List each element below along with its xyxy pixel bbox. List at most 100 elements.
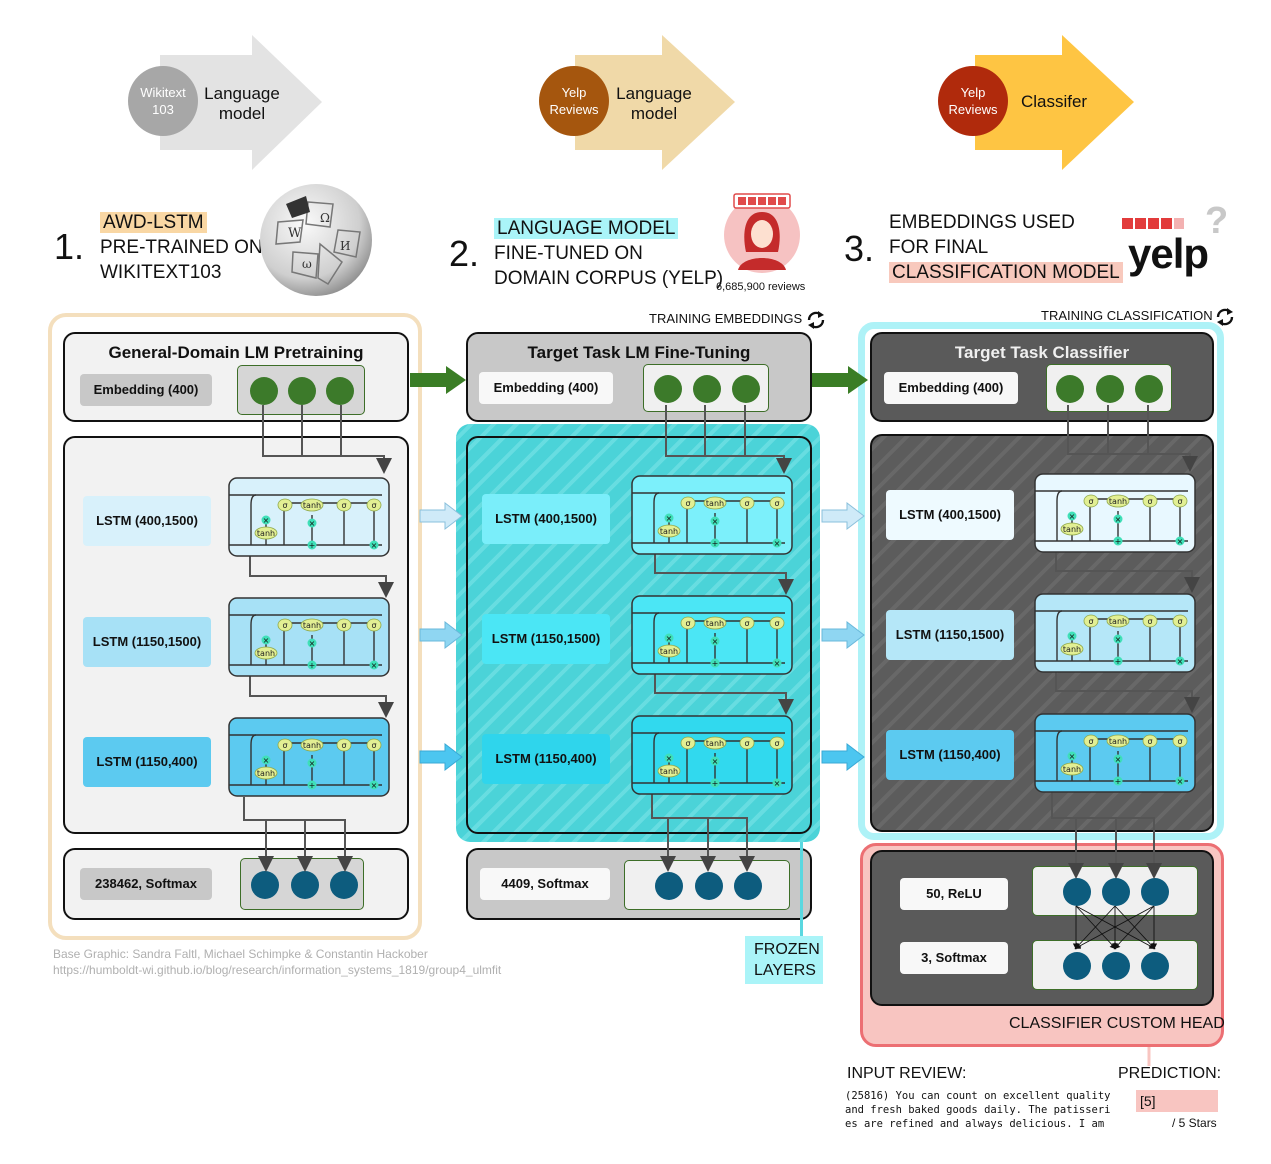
lstm-cell: σ tanh σ σ tanh × × + ×	[228, 597, 390, 677]
svg-text:σ: σ	[1147, 617, 1152, 626]
svg-text:tanh: tanh	[1109, 497, 1127, 506]
pointwise-op: +	[307, 540, 317, 550]
reviews-count: 6,685,900 reviews	[716, 281, 806, 293]
pointwise-op: ×	[664, 633, 674, 643]
svg-text:σ: σ	[744, 739, 749, 748]
panel-3-embedding-label: Embedding (400)	[884, 372, 1018, 404]
credit-line-2: https://humboldt-wi.github.io/blog/resea…	[53, 963, 502, 977]
svg-text:×: ×	[309, 759, 316, 768]
lstm-cell: σ tanh σ σ tanh × × + ×	[631, 715, 793, 795]
svg-text:×: ×	[712, 517, 719, 526]
svg-text:×: ×	[774, 659, 781, 668]
svg-text:×: ×	[774, 779, 781, 788]
prediction-value: [5]	[1136, 1090, 1218, 1112]
sigma-gate: σ	[769, 736, 785, 750]
tanh-gate: tanh	[703, 616, 727, 630]
sigma-gate: σ	[1172, 734, 1188, 748]
output-node	[251, 871, 279, 899]
tanh-gate: tanh	[657, 644, 681, 658]
step-1-text: AWD-LSTM PRE-TRAINED ON WIKITEXT103	[100, 210, 263, 285]
sigma-gate: σ	[1083, 734, 1099, 748]
svg-text:σ: σ	[341, 501, 346, 510]
svg-text:tanh: tanh	[257, 649, 275, 658]
svg-text:tanh: tanh	[303, 501, 321, 510]
training-classification-label: TRAINING CLASSIFICATION	[1041, 308, 1213, 323]
tanh-gate: tanh	[1060, 762, 1084, 776]
sigma-gate: σ	[769, 496, 785, 510]
lstm-cell: σ tanh σ σ tanh × × + ×	[1034, 593, 1196, 673]
output-node	[291, 871, 319, 899]
tanh-gate: tanh	[1060, 522, 1084, 536]
panel-1-output-label: 238462, Softmax	[80, 868, 212, 900]
svg-text:σ: σ	[685, 499, 690, 508]
svg-text:σ: σ	[282, 501, 287, 510]
svg-text:σ: σ	[744, 499, 749, 508]
pointwise-op: ×	[261, 515, 271, 525]
pointwise-op: +	[710, 658, 720, 668]
pointwise-op: ×	[1175, 536, 1185, 546]
lstm-cell: σ tanh σ σ tanh × × + ×	[631, 595, 793, 675]
pointwise-op: +	[307, 660, 317, 670]
svg-text:σ: σ	[371, 741, 376, 750]
refresh-icon	[807, 311, 825, 329]
panel-2-output-nodes	[624, 860, 790, 910]
step-3-text: EMBEDDINGS USED FOR FINAL CLASSIFICATION…	[889, 210, 1123, 285]
embedding-node	[288, 377, 316, 405]
chevron-label-1: Language model	[204, 84, 280, 123]
pointwise-op: ×	[261, 635, 271, 645]
pointwise-op: ×	[307, 518, 317, 528]
chevron-label-2: Language model	[616, 84, 692, 123]
tanh-gate: tanh	[300, 618, 324, 632]
lstm-cell: σ tanh σ σ tanh × × + ×	[1034, 713, 1196, 793]
svg-text:σ: σ	[282, 621, 287, 630]
output-node	[655, 872, 683, 900]
svg-text:tanh: tanh	[1063, 645, 1081, 654]
tanh-gate: tanh	[657, 524, 681, 538]
sigma-gate: σ	[366, 738, 382, 752]
svg-text:×: ×	[1177, 537, 1184, 546]
panel-3-embedding-nodes	[1046, 364, 1172, 412]
pointwise-op: ×	[710, 636, 720, 646]
step-3-highlight: CLASSIFICATION MODEL	[889, 262, 1123, 283]
pointwise-op: ×	[1175, 776, 1185, 786]
embedding-node	[1135, 375, 1163, 403]
panel-2-lstm-3: LSTM (1150,400)	[482, 734, 610, 784]
svg-text:W: W	[288, 226, 302, 241]
wikipedia-globe-icon: W Ω И ω	[260, 184, 372, 296]
chevron-label-3: Classifer	[1020, 92, 1088, 111]
svg-text:×: ×	[263, 516, 270, 525]
lstm-cell: σ tanh σ σ tanh × × + ×	[228, 717, 390, 797]
svg-text:×: ×	[1115, 635, 1122, 644]
panel-1-output-nodes	[240, 858, 364, 910]
pointwise-op: +	[1113, 656, 1123, 666]
step-2-line3: DOMAIN CORPUS (YELP)	[494, 268, 724, 289]
pointwise-op: +	[710, 538, 720, 548]
svg-text:×: ×	[371, 781, 378, 790]
svg-text:tanh: tanh	[660, 527, 678, 536]
pointwise-op: ×	[1113, 634, 1123, 644]
relu-node	[1063, 878, 1091, 906]
embedding-node	[250, 377, 278, 405]
svg-text:σ: σ	[744, 619, 749, 628]
tanh-gate: tanh	[1106, 614, 1130, 628]
pointwise-op: ×	[1067, 631, 1077, 641]
step-1-highlight: AWD-LSTM	[100, 212, 207, 233]
sigma-gate: σ	[1172, 614, 1188, 628]
step-1-number: 1.	[54, 226, 85, 267]
sigma-gate: σ	[680, 736, 696, 750]
svg-text:tanh: tanh	[1063, 765, 1081, 774]
credit-line-1: Base Graphic: Sandra Faltl, Michael Schi…	[53, 947, 428, 961]
tanh-gate: tanh	[254, 766, 278, 780]
svg-text:σ: σ	[685, 619, 690, 628]
svg-text:tanh: tanh	[660, 647, 678, 656]
pointwise-op: ×	[307, 758, 317, 768]
sigma-gate: σ	[1083, 494, 1099, 508]
sigma-gate: σ	[336, 498, 352, 512]
top-flow-chevrons	[160, 35, 1134, 170]
panel-2-title: Target Task LM Fine-Tuning	[527, 343, 751, 362]
panel-3-training-outline	[858, 322, 1224, 840]
step-1-line3: WIKITEXT103	[100, 262, 222, 283]
pointwise-op: ×	[710, 516, 720, 526]
yelp-reviews-circle-2: Yelp Reviews	[938, 66, 1008, 136]
step-3-line2: FOR FINAL	[889, 237, 989, 258]
